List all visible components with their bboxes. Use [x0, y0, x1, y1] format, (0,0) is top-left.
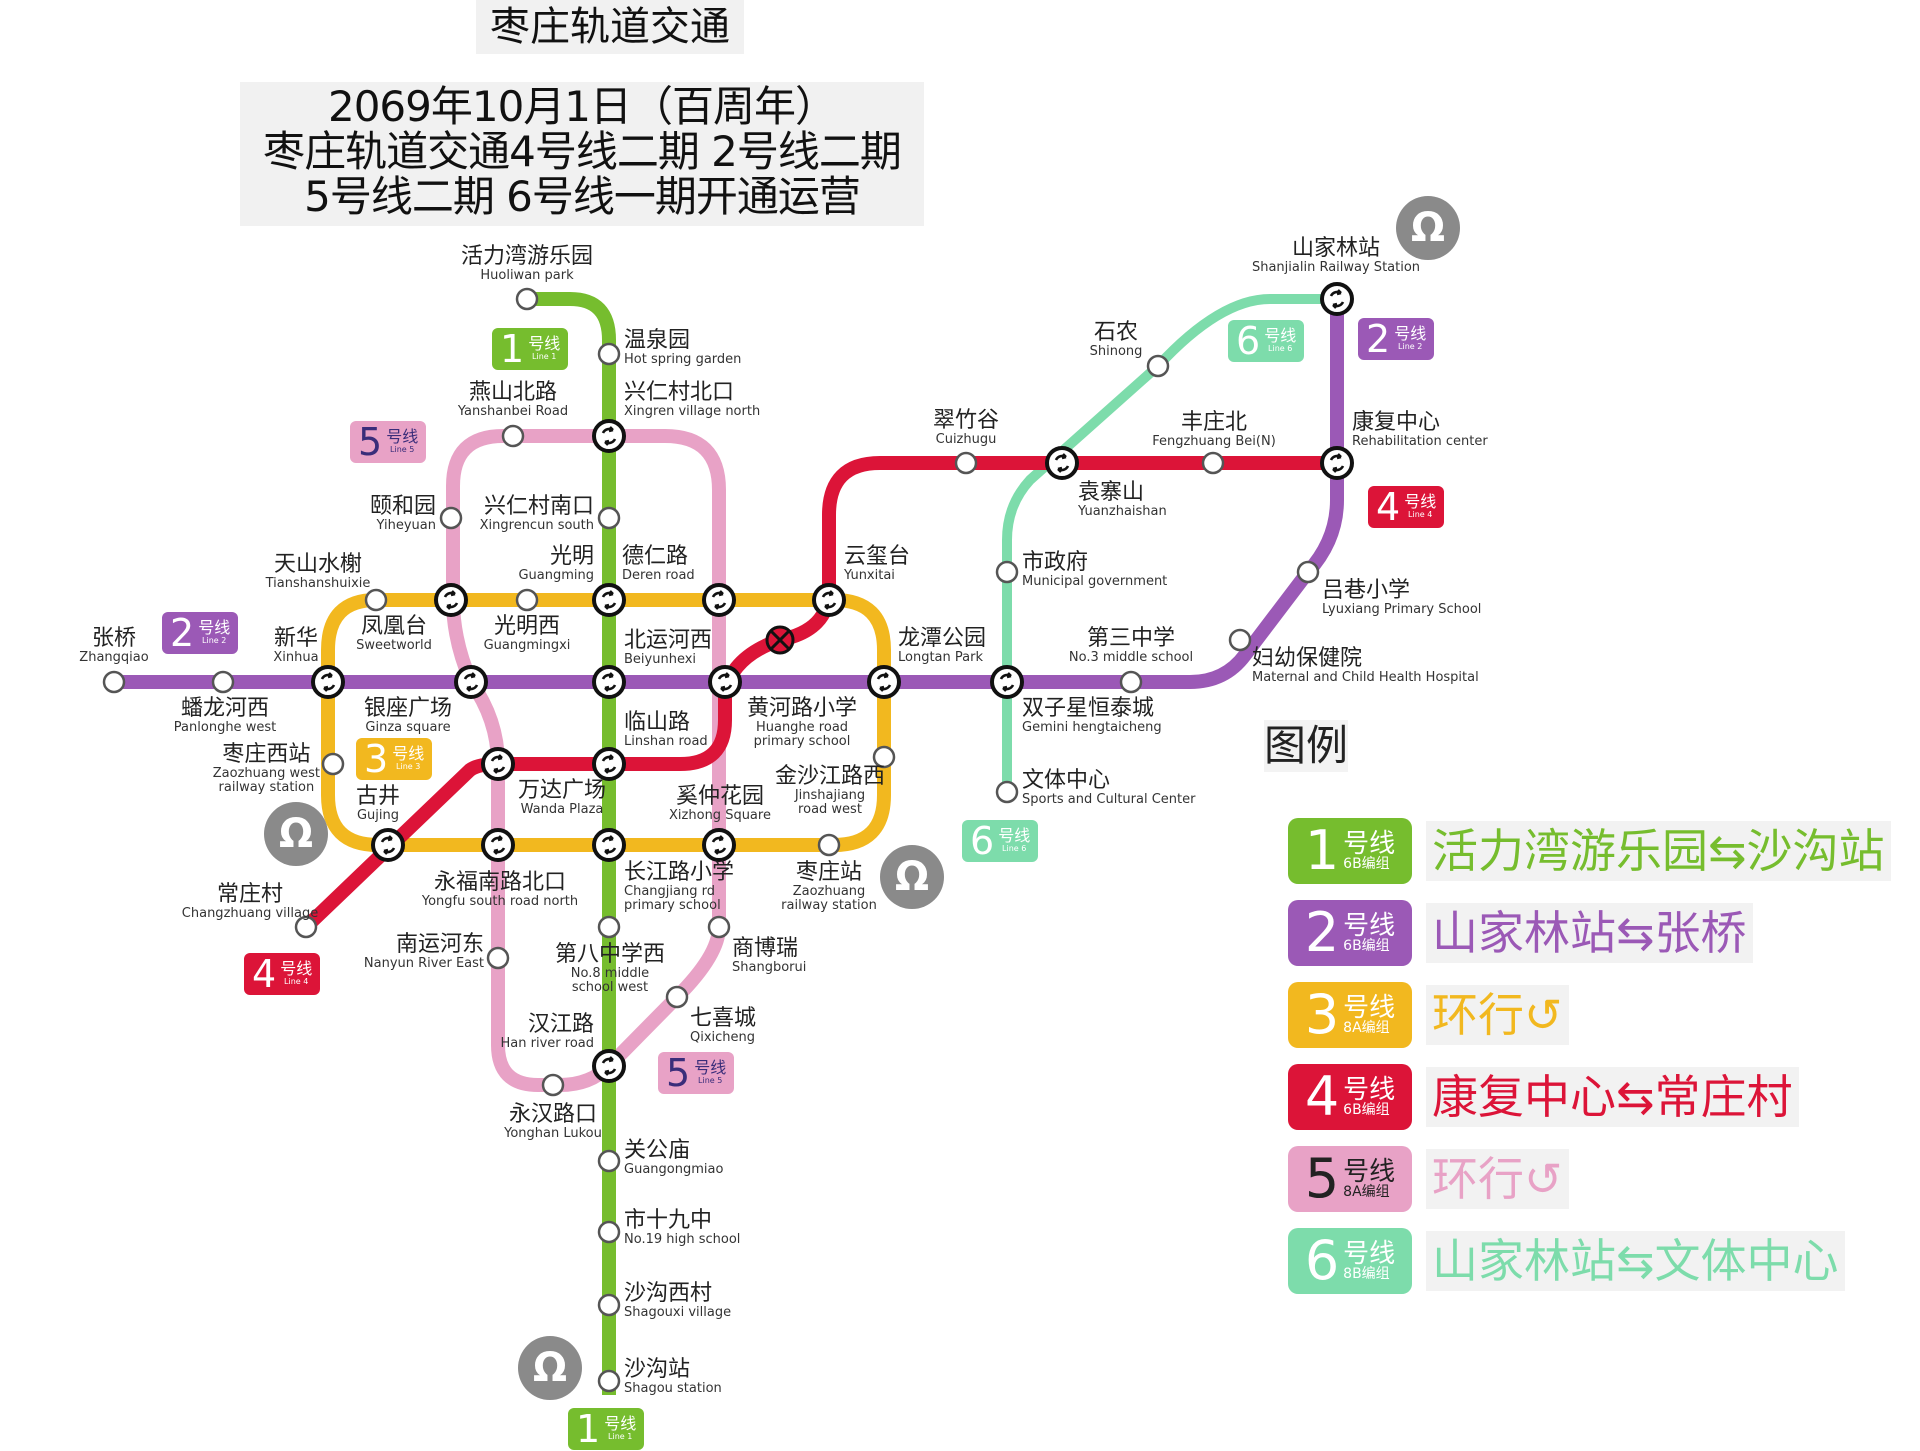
- closed-station-icon: [765, 625, 795, 655]
- opening-announcement: 2069年10月1日（百周年） 枣庄轨道交通4号线二期 2号线二期 5号线二期 …: [240, 82, 924, 226]
- announcement-line-2: 枣庄轨道交通4号线二期 2号线二期: [263, 127, 902, 176]
- announcement-line-1: 2069年10月1日（百周年）: [327, 82, 837, 131]
- legend-route: 环行↺: [1426, 1149, 1569, 1209]
- legend-route: 山家林站⇆文体中心: [1426, 1231, 1845, 1291]
- line-1-track: [527, 292, 616, 1395]
- railway-station-icon: Ω: [518, 1336, 582, 1400]
- announcement-line-3: 5号线二期 6号线一期开通运营: [304, 172, 861, 221]
- railway-station-icon: Ω: [264, 802, 328, 866]
- legend-route: 山家林站⇆张桥: [1426, 903, 1753, 963]
- legend-route: 康复中心⇆常庄村: [1426, 1067, 1799, 1127]
- railway-station-icon: Ω: [880, 845, 944, 909]
- legend-route: 环行↺: [1426, 985, 1569, 1045]
- legend-title: 图例: [1264, 720, 1349, 772]
- railway-station-icon: Ω: [1396, 196, 1460, 260]
- legend-route: 活力湾游乐园⇆沙沟站: [1426, 821, 1891, 881]
- map-title: 枣庄轨道交通: [476, 0, 744, 54]
